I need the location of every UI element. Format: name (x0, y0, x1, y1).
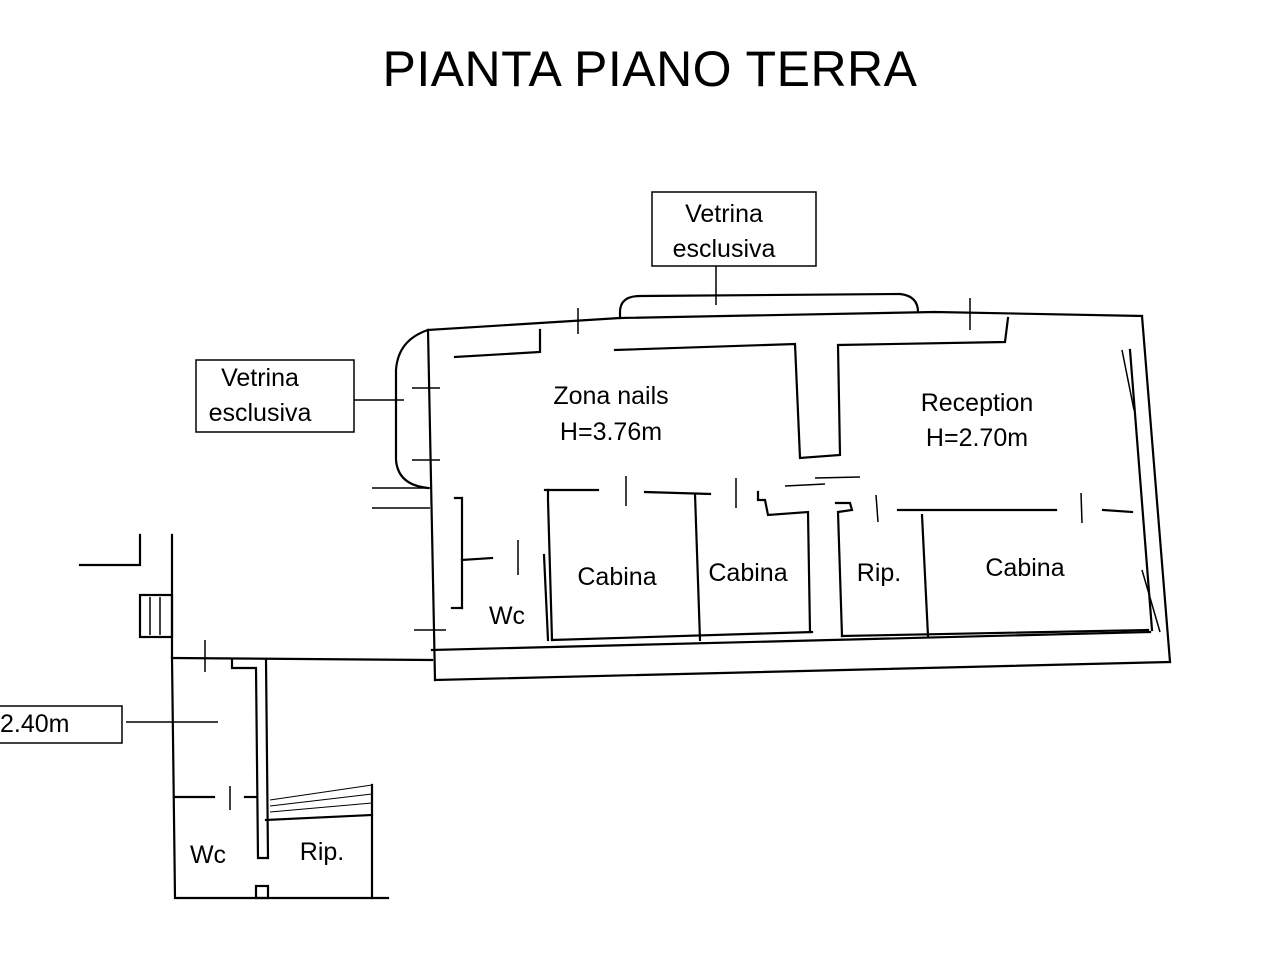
vetrina-left-label-2: esclusiva (209, 399, 312, 427)
side-height-label: 2.40m (0, 710, 69, 738)
vetrina-top-label-2: esclusiva (673, 235, 776, 263)
vetrina-curves (354, 266, 920, 490)
reception-label: Reception (921, 389, 1034, 417)
vetrina-top-label-1: Vetrina (685, 200, 763, 228)
cabina-label-2: Cabina (708, 559, 787, 587)
wall-ticks (372, 298, 971, 631)
vetrina-left-label-1: Vetrina (221, 364, 299, 392)
wc-lower-label: Wc (190, 841, 226, 869)
vetrina-top-box (651, 191, 817, 267)
rip-upper-label: Rip. (857, 559, 901, 587)
annex-walls (78, 533, 390, 900)
plan-title: PIANTA PIANO TERRA (382, 41, 918, 97)
side-height-box (0, 705, 123, 744)
zona-nails-label: Zona nails (553, 382, 668, 410)
zona-nails-height: H=3.76m (560, 418, 662, 446)
internal-walls (450, 476, 1150, 642)
vetrina-left-box (195, 359, 355, 433)
reception-height: H=2.70m (926, 424, 1028, 452)
rip-lower-label: Rip. (300, 838, 344, 866)
cabina-label-3: Cabina (985, 554, 1064, 582)
cabina-label-1: Cabina (577, 563, 656, 591)
wc-upper-label: Wc (489, 602, 525, 630)
